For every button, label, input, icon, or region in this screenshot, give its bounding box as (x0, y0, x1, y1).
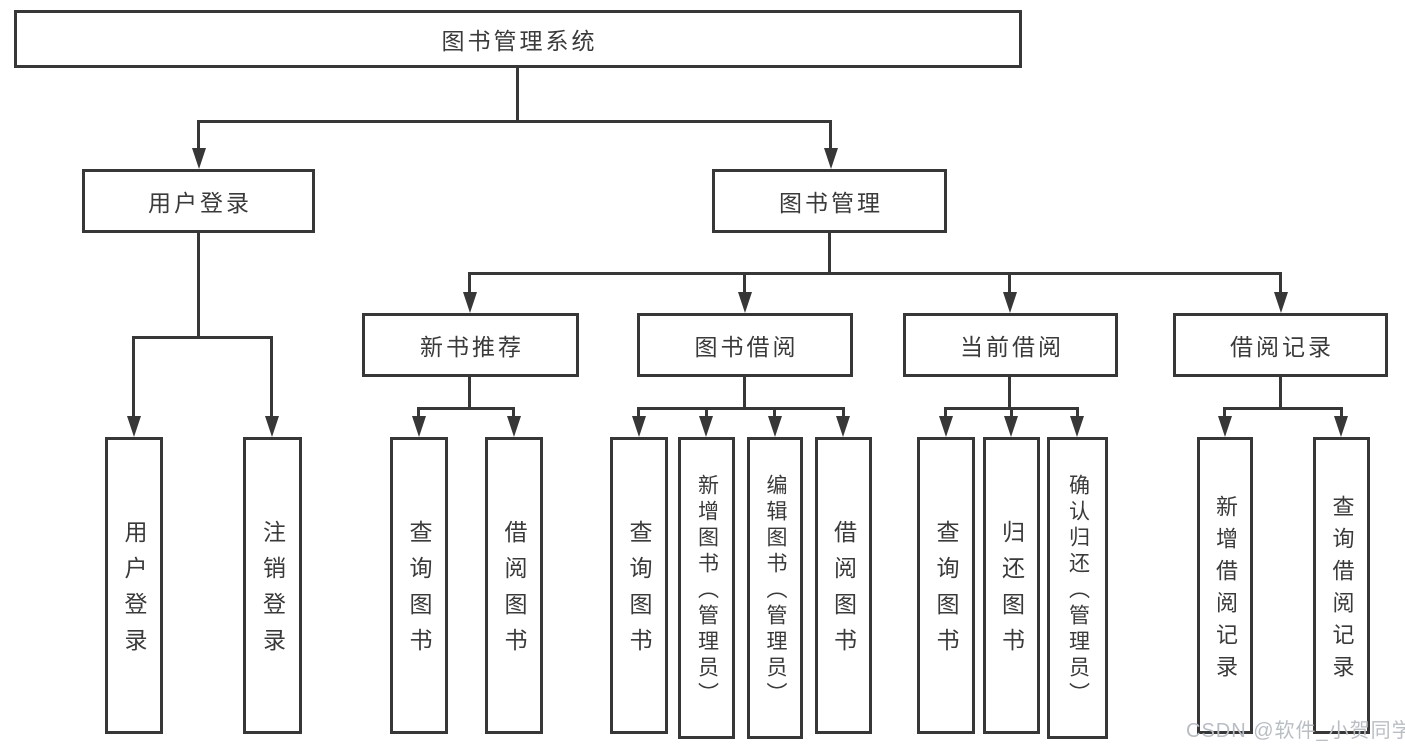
arrowhead-icon (824, 148, 838, 169)
connector-line (828, 233, 831, 272)
leaf-bb-query-books: 查询图书 (610, 437, 668, 734)
leaf-label: 查询图书 (406, 520, 432, 664)
node-label: 当前借阅 (960, 334, 1064, 360)
leaf-label: 新增借阅记录 (1213, 494, 1238, 687)
leaf-label: 查询借阅记录 (1329, 494, 1355, 687)
connector-line (132, 336, 135, 418)
connector-line (637, 407, 845, 410)
connector-line (1008, 377, 1011, 407)
leaf-bb-borrow-books: 借阅图书 (815, 437, 872, 734)
node-user-login: 用户登录 (82, 169, 315, 233)
arrowhead-icon (632, 416, 646, 437)
leaf-label: 编辑图书（管理员） (764, 473, 787, 708)
leaf-cb-query-books: 查询图书 (917, 437, 975, 734)
connector-line (468, 377, 471, 407)
leaf-bb-add-books-admin: 新增图书（管理员） (678, 437, 735, 739)
connector-line (197, 120, 832, 123)
arrowhead-icon (1274, 292, 1288, 313)
arrowhead-icon (463, 292, 477, 313)
node-new-book-recommend: 新书推荐 (362, 313, 579, 377)
leaf-br-add-record: 新增借阅记录 (1197, 437, 1253, 734)
leaf-label: 用户登录 (121, 520, 147, 664)
connector-line (1223, 407, 1342, 410)
connector-line (512, 407, 515, 418)
arrowhead-icon (768, 416, 782, 437)
arrowhead-icon (1070, 416, 1084, 437)
connector-line (516, 68, 519, 120)
connector-line (1223, 407, 1226, 418)
connector-line (1076, 407, 1079, 418)
node-label: 新书推荐 (420, 334, 524, 360)
leaf-user-login: 用户登录 (105, 437, 163, 734)
connector-line (1340, 407, 1343, 418)
leaf-bb-edit-books-admin: 编辑图书（管理员） (747, 437, 803, 739)
arrowhead-icon (507, 416, 521, 437)
node-label: 借阅记录 (1230, 334, 1334, 360)
leaf-cb-confirm-return-admin: 确认归还（管理员） (1047, 437, 1108, 739)
connector-line (1010, 407, 1013, 418)
leaf-label: 借阅图书 (830, 520, 857, 664)
connector-line (197, 120, 200, 150)
leaf-label: 查询图书 (933, 520, 959, 664)
arrowhead-icon (699, 416, 713, 437)
node-borrow-records: 借阅记录 (1173, 313, 1388, 377)
node-book-borrowing: 图书借阅 (637, 313, 853, 377)
leaf-nb-borrow-books: 借阅图书 (485, 437, 543, 734)
arrowhead-icon (192, 148, 206, 169)
leaf-label: 确认归还（管理员） (1066, 473, 1090, 708)
leaf-nb-query-books: 查询图书 (390, 437, 448, 734)
connector-line (468, 272, 1282, 275)
leaf-label: 注销登录 (259, 520, 286, 664)
arrowhead-icon (1218, 416, 1232, 437)
arrowhead-icon (265, 416, 279, 437)
leaf-label: 归还图书 (998, 520, 1025, 664)
watermark: CSDN @软件_小贺同学 (1186, 720, 1405, 742)
connector-line (1279, 272, 1282, 294)
connector-line (270, 336, 273, 418)
connector-line (705, 407, 708, 418)
connector-line (132, 336, 273, 339)
connector-line (1008, 272, 1011, 294)
connector-line (1279, 377, 1282, 407)
node-current-borrowing: 当前借阅 (903, 313, 1118, 377)
connector-line (417, 407, 420, 418)
node-label: 图书借阅 (694, 334, 799, 360)
connector-line (773, 407, 776, 418)
leaf-label: 新增图书（管理员） (695, 473, 719, 708)
arrowhead-icon (1003, 292, 1017, 313)
connector-line (637, 407, 640, 418)
arrowhead-icon (412, 416, 426, 437)
connector-line (944, 407, 947, 418)
arrowhead-icon (738, 292, 752, 313)
leaf-logout: 注销登录 (243, 437, 302, 734)
leaf-label: 借阅图书 (501, 520, 527, 664)
connector-line (417, 407, 515, 410)
connector-line (743, 272, 746, 294)
node-label: 用户登录 (148, 190, 252, 216)
connector-line (197, 233, 200, 336)
connector-line (842, 407, 845, 418)
arrowhead-icon (1004, 416, 1018, 437)
connector-line (743, 377, 746, 407)
arrowhead-icon (127, 416, 141, 437)
leaf-br-query-record: 查询借阅记录 (1313, 437, 1370, 734)
leaf-label: 查询图书 (626, 520, 652, 664)
leaf-cb-return-books: 归还图书 (983, 437, 1040, 734)
node-library-management-system: 图书管理系统 (14, 10, 1022, 68)
connector-line (829, 120, 832, 150)
node-label: 图书管理 (779, 190, 883, 216)
node-label: 图书管理系统 (441, 28, 598, 54)
connector-line (468, 272, 471, 294)
arrowhead-icon (1334, 416, 1348, 437)
node-book-management: 图书管理 (712, 169, 947, 233)
arrowhead-icon (939, 416, 953, 437)
arrowhead-icon (836, 416, 850, 437)
